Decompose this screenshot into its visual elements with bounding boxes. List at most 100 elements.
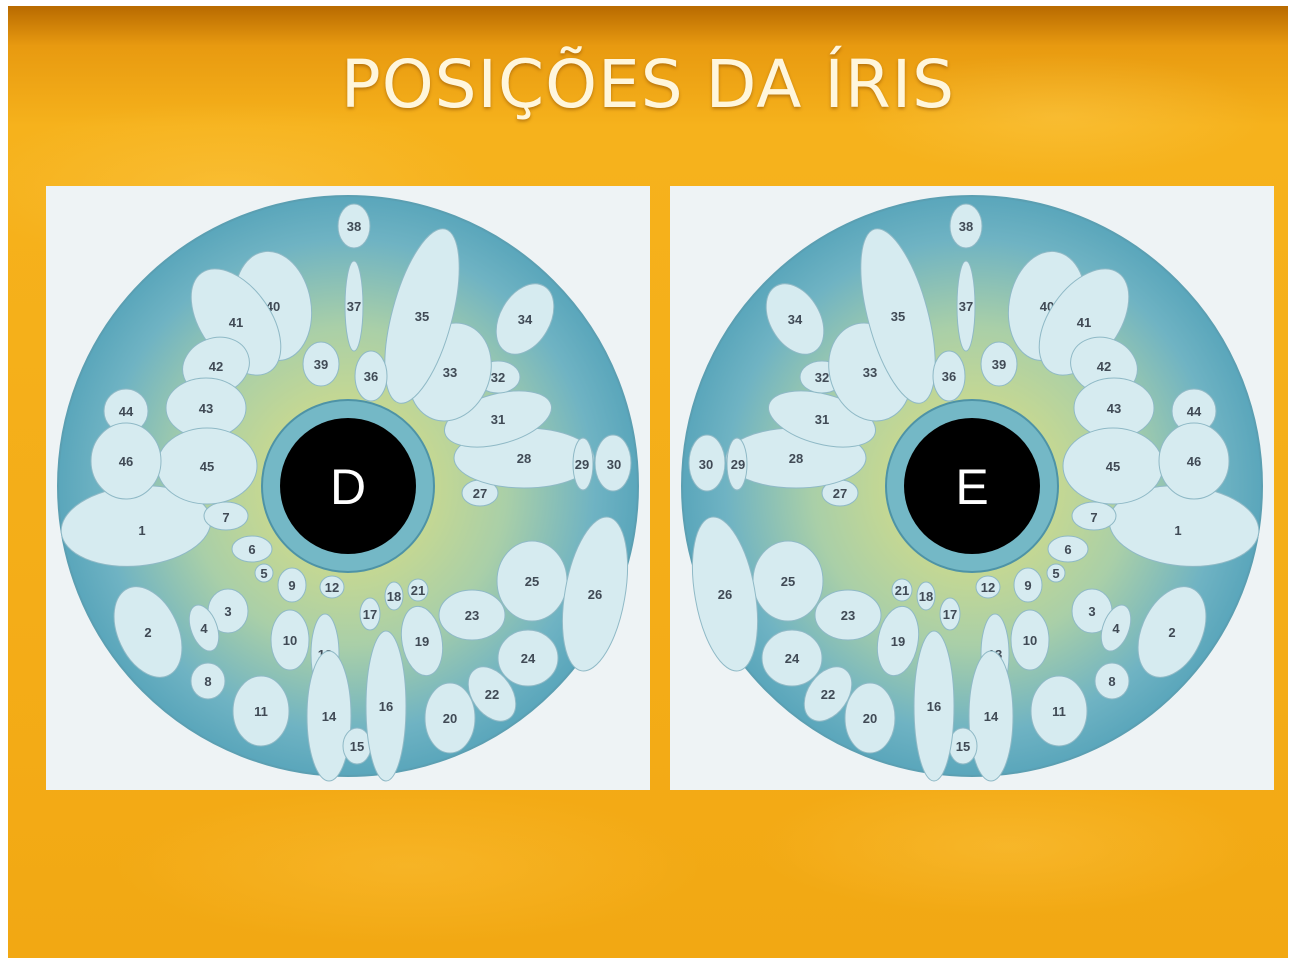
zone-label-37: 37 bbox=[959, 299, 973, 314]
zone-39 bbox=[980, 341, 1018, 387]
zone-label-41: 41 bbox=[229, 315, 243, 330]
zone-label-36: 36 bbox=[942, 369, 956, 384]
zone-12 bbox=[319, 575, 345, 599]
zone-label-46: 46 bbox=[119, 454, 133, 469]
zone-label-33: 33 bbox=[443, 365, 457, 380]
zone-39 bbox=[302, 341, 340, 387]
slide: POSIÇÕES DA ÍRIS 12345678910111213141516… bbox=[8, 6, 1288, 958]
zone-label-7: 7 bbox=[1090, 510, 1097, 525]
zone-18 bbox=[916, 581, 936, 611]
zone-label-24: 24 bbox=[785, 651, 800, 666]
zone-label-8: 8 bbox=[204, 674, 211, 689]
zone-label-12: 12 bbox=[981, 580, 995, 595]
slide-title: POSIÇÕES DA ÍRIS bbox=[340, 46, 956, 123]
zone-10 bbox=[1010, 609, 1050, 671]
zone-label-16: 16 bbox=[379, 699, 393, 714]
zone-38 bbox=[949, 203, 983, 249]
zone-30 bbox=[688, 434, 726, 492]
zone-label-41: 41 bbox=[1077, 315, 1091, 330]
zone-label-30: 30 bbox=[607, 457, 621, 472]
zone-label-19: 19 bbox=[415, 634, 429, 649]
zone-46 bbox=[90, 422, 162, 500]
zone-label-34: 34 bbox=[788, 312, 803, 327]
zone-17 bbox=[359, 597, 381, 631]
zone-label-29: 29 bbox=[731, 457, 745, 472]
zone-22 bbox=[803, 666, 853, 722]
zone-10 bbox=[270, 609, 310, 671]
zone-label-10: 10 bbox=[283, 633, 297, 648]
zone-label-25: 25 bbox=[781, 574, 795, 589]
zone-9 bbox=[277, 567, 307, 603]
zone-label-12: 12 bbox=[325, 580, 339, 595]
zone-label-45: 45 bbox=[200, 459, 214, 474]
zone-label-45: 45 bbox=[1106, 459, 1120, 474]
zone-label-30: 30 bbox=[699, 457, 713, 472]
zone-24 bbox=[761, 629, 823, 687]
zone-label-11: 11 bbox=[1052, 704, 1066, 719]
zone-label-38: 38 bbox=[347, 219, 361, 234]
zone-35 bbox=[384, 228, 460, 404]
zone-17 bbox=[939, 597, 961, 631]
zone-label-36: 36 bbox=[364, 369, 378, 384]
zone-label-34: 34 bbox=[518, 312, 533, 327]
zone-label-32: 32 bbox=[815, 370, 829, 385]
zone-label-32: 32 bbox=[491, 370, 505, 385]
zone-label-2: 2 bbox=[144, 625, 151, 640]
zone-34 bbox=[495, 283, 555, 355]
zone-label-43: 43 bbox=[1107, 401, 1121, 416]
zone-label-7: 7 bbox=[222, 510, 229, 525]
zone-21 bbox=[407, 578, 429, 602]
zone-label-27: 27 bbox=[473, 486, 487, 501]
zone-label-23: 23 bbox=[841, 608, 855, 623]
zone-label-4: 4 bbox=[1112, 621, 1120, 636]
zone-46 bbox=[1158, 422, 1230, 500]
zone-label-19: 19 bbox=[891, 634, 905, 649]
zone-11 bbox=[232, 675, 290, 747]
left-iris-chart: 1234567891011121314151617181920212223242… bbox=[681, 195, 1263, 782]
zone-19 bbox=[876, 605, 920, 677]
zone-7 bbox=[1071, 501, 1117, 531]
zone-20 bbox=[424, 682, 476, 754]
zone-label-35: 35 bbox=[415, 309, 429, 324]
zone-label-5: 5 bbox=[260, 566, 267, 581]
zone-label-6: 6 bbox=[248, 542, 255, 557]
zone-11 bbox=[1030, 675, 1088, 747]
zone-20 bbox=[844, 682, 896, 754]
zone-label-17: 17 bbox=[363, 607, 377, 622]
zone-label-20: 20 bbox=[443, 711, 457, 726]
right-eye-panel: 1234567891011121314151617181920212223242… bbox=[46, 186, 650, 790]
zone-label-26: 26 bbox=[718, 587, 732, 602]
zone-23 bbox=[438, 589, 506, 641]
zone-4 bbox=[1100, 604, 1132, 652]
zone-label-16: 16 bbox=[927, 699, 941, 714]
zone-label-2: 2 bbox=[1168, 625, 1175, 640]
zone-label-14: 14 bbox=[322, 709, 337, 724]
zone-label-1: 1 bbox=[1174, 523, 1181, 538]
zone-22 bbox=[467, 666, 517, 722]
zone-8 bbox=[190, 662, 226, 700]
zone-5 bbox=[254, 563, 274, 583]
zone-38 bbox=[337, 203, 371, 249]
zone-8 bbox=[1094, 662, 1130, 700]
zone-2 bbox=[1137, 586, 1207, 678]
zone-21 bbox=[891, 578, 913, 602]
zone-label-6: 6 bbox=[1064, 542, 1071, 557]
zone-4 bbox=[188, 604, 220, 652]
zone-label-24: 24 bbox=[521, 651, 536, 666]
zone-37 bbox=[344, 260, 364, 352]
zone-label-27: 27 bbox=[833, 486, 847, 501]
zone-label-42: 42 bbox=[1097, 359, 1111, 374]
zone-label-9: 9 bbox=[288, 578, 295, 593]
zone-26 bbox=[561, 516, 629, 672]
zone-label-28: 28 bbox=[789, 451, 803, 466]
eye-letter: E bbox=[955, 459, 988, 515]
zone-label-33: 33 bbox=[863, 365, 877, 380]
zone-label-38: 38 bbox=[959, 219, 973, 234]
zone-label-22: 22 bbox=[485, 687, 499, 702]
zone-29 bbox=[726, 437, 748, 491]
eye-letter: D bbox=[330, 459, 366, 515]
zone-37 bbox=[956, 260, 976, 352]
zone-label-39: 39 bbox=[992, 357, 1006, 372]
zone-16 bbox=[913, 630, 955, 782]
pupil bbox=[280, 418, 416, 554]
